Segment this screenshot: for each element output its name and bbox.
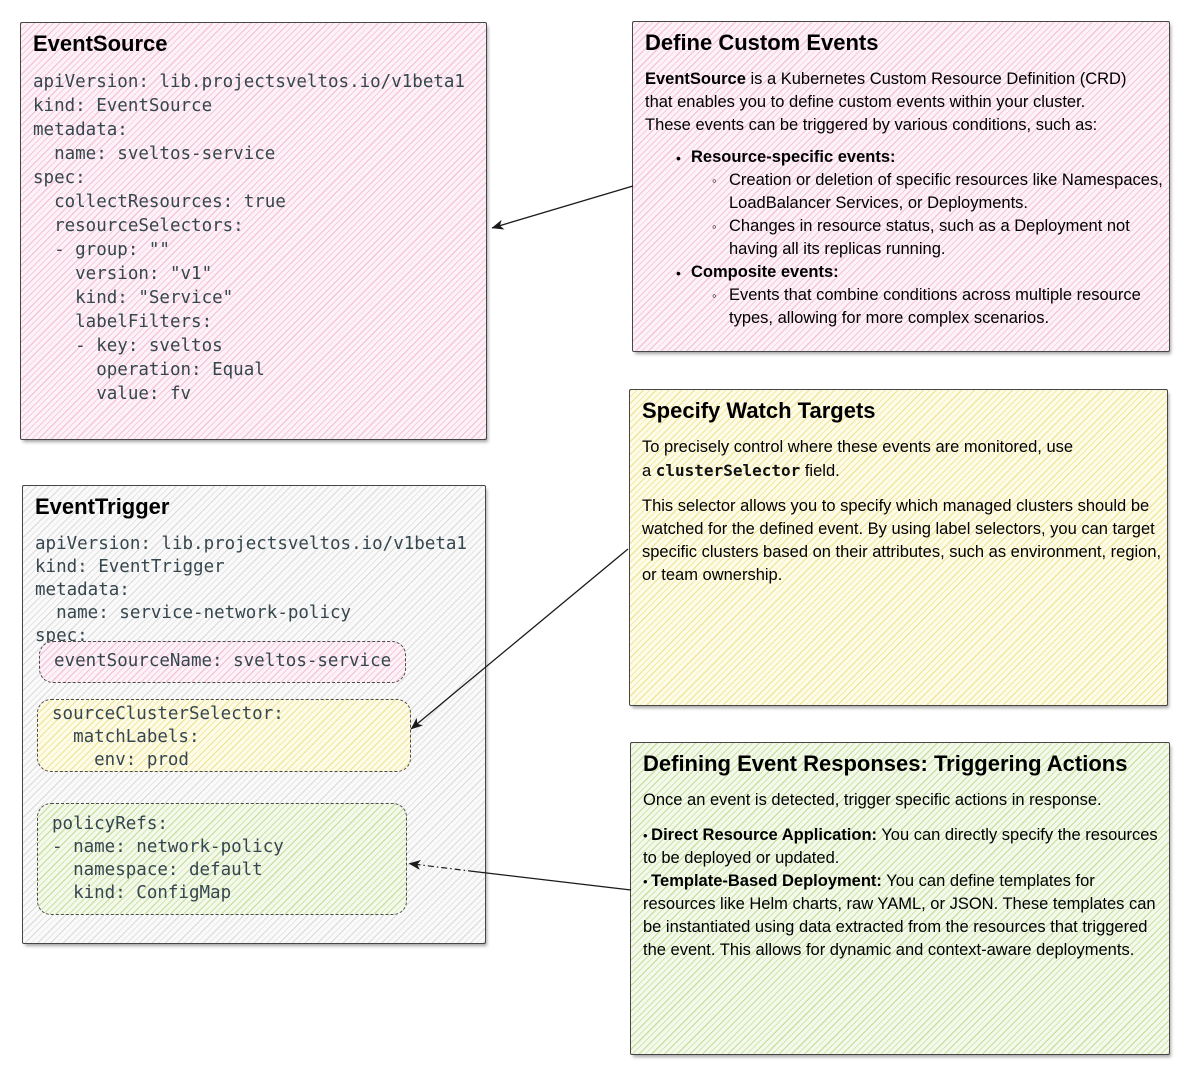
- arrow-define-events-to-eventsource: [491, 185, 634, 230]
- event-trigger-title: EventTrigger: [35, 494, 170, 519]
- intro-bold-term: EventSource: [645, 70, 746, 88]
- event-responses-intro: Once an event is detected, trigger speci…: [643, 791, 1102, 809]
- cluster-selector-code-term: clusterSelector: [655, 461, 801, 480]
- event-responses-title: Defining Event Responses: Triggering Act…: [643, 751, 1128, 776]
- event-source-title: EventSource: [33, 31, 168, 56]
- sub-bullet-creation-deletion: Creation or deletion of specific resourc…: [712, 169, 1165, 215]
- bullet-template-based-deployment: Template-Based Deployment: You can defin…: [643, 870, 1165, 962]
- define-custom-events-title: Define Custom Events: [645, 30, 879, 55]
- sub-bullet-combined-conditions: Events that combine conditions across mu…: [712, 284, 1165, 330]
- event-trigger-yaml-head: apiVersion: lib.projectsveltos.io/v1beta…: [35, 534, 467, 646]
- event-source-name-chip: eventSourceName: sveltos-service: [39, 641, 406, 683]
- specify-watch-targets-title: Specify Watch Targets: [642, 398, 876, 423]
- event-responses-box: Defining Event Responses: Triggering Act…: [630, 742, 1170, 1055]
- specify-watch-targets-box: Specify Watch Targets To precisely contr…: [629, 389, 1168, 706]
- bullet-resource-specific: Resource-specific events: Creation or de…: [676, 146, 1165, 261]
- bullet-direct-resource-application: Direct Resource Application: You can dir…: [643, 824, 1165, 870]
- arrow-responses-solid-segment: [473, 870, 632, 891]
- bullet-composite-events: Composite events: Events that combine co…: [676, 261, 1165, 330]
- policy-refs-chip: policyRefs: - name: network-policy names…: [37, 803, 407, 915]
- define-custom-events-intro: EventSource is a Kubernetes Custom Resou…: [645, 70, 1127, 134]
- define-custom-events-box: Define Custom Events EventSource is a Ku…: [632, 21, 1170, 352]
- sub-bullet-status-changes: Changes in resource status, such as a De…: [712, 215, 1165, 261]
- watch-targets-paragraph-1: To precisely control where these events …: [642, 438, 1074, 480]
- watch-targets-paragraph-2: This selector allows you to specify whic…: [642, 497, 1162, 584]
- event-source-yaml: apiVersion: lib.projectsveltos.io/v1beta…: [33, 72, 465, 404]
- source-cluster-selector-chip: sourceClusterSelector: matchLabels: env:…: [37, 699, 411, 772]
- event-source-box: EventSource apiVersion: lib.projectsvelt…: [20, 22, 487, 440]
- custom-events-bullet-list: Resource-specific events: Creation or de…: [645, 146, 1165, 330]
- event-trigger-box: EventTrigger apiVersion: lib.projectsvel…: [22, 485, 486, 944]
